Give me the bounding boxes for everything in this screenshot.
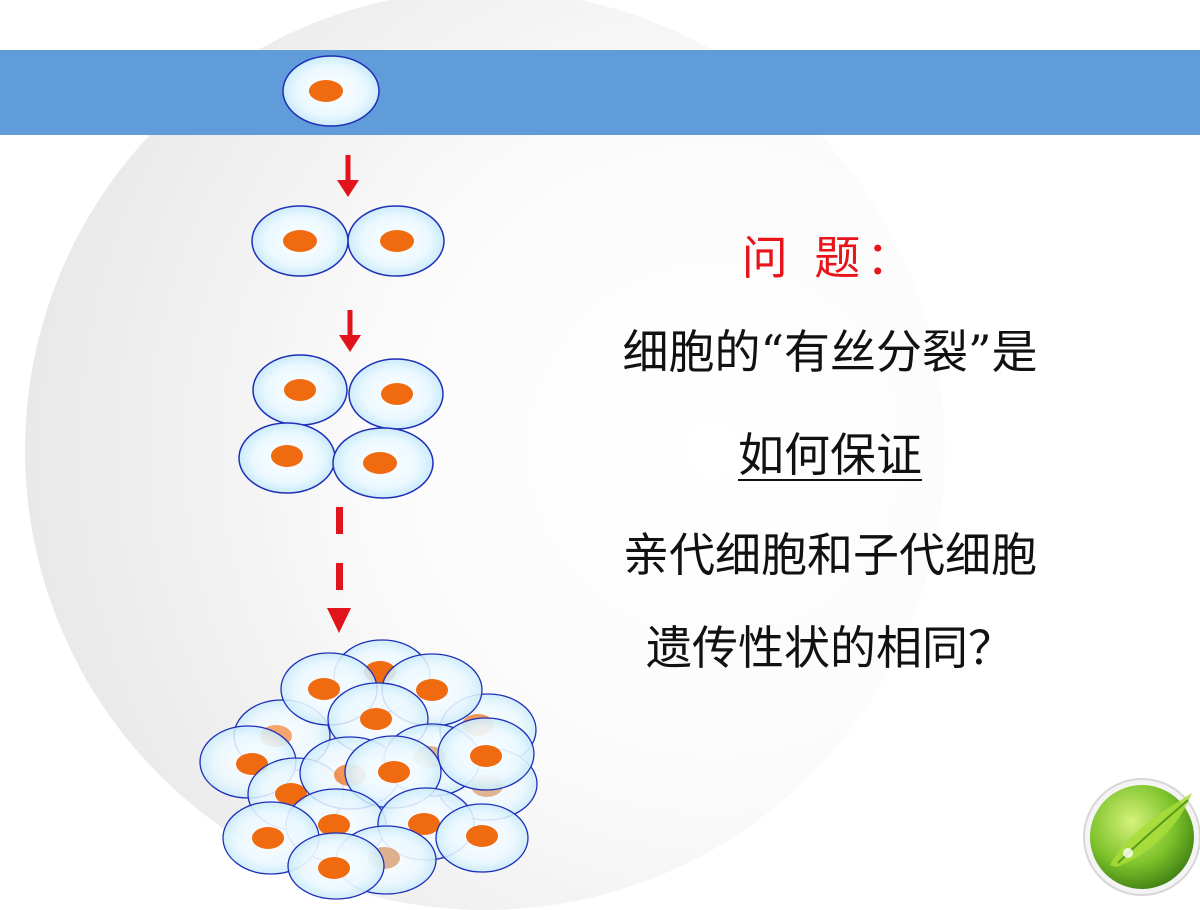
arrow-down-1 — [337, 155, 359, 197]
stage-3-cells — [238, 354, 444, 499]
arrow-down-2 — [339, 310, 361, 352]
arrow-down-dashed — [327, 507, 351, 633]
stage-1-cell — [282, 55, 380, 127]
stage-2-cells — [251, 205, 445, 277]
question-line-3: 亲代细胞和子代细胞 — [623, 528, 1037, 582]
title-band — [0, 50, 1200, 135]
question-title: 问 题： — [741, 231, 919, 285]
question-line-2: 如何保证 — [738, 428, 922, 482]
leaf-logo-icon — [1083, 778, 1200, 896]
stage-4-cell-cluster — [199, 639, 538, 900]
question-line-4: 遗传性状的相同？ — [646, 621, 1014, 675]
question-line-1: 细胞的“有丝分裂”是 — [622, 325, 1038, 379]
